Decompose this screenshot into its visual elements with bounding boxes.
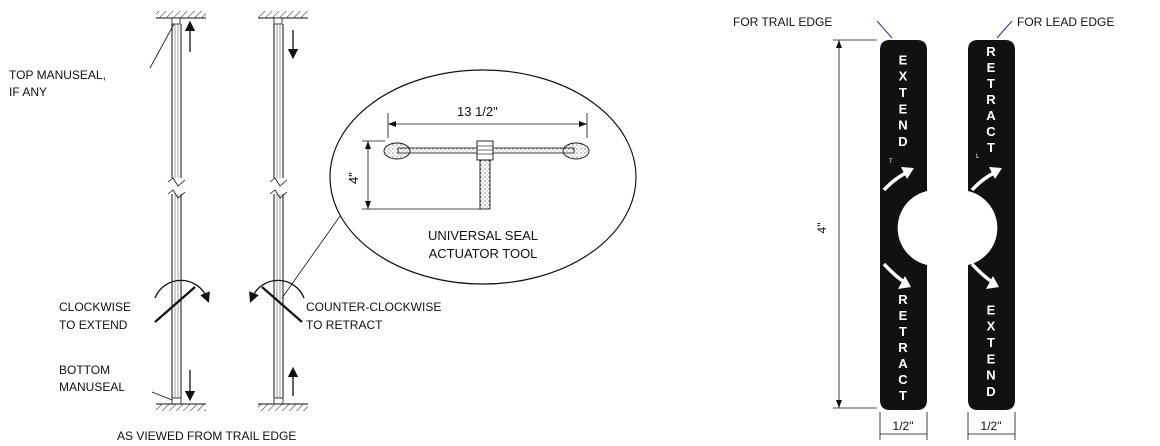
bottom-manuseal-label-2: MANUSEAL <box>59 380 125 394</box>
trail-top-word: EXTEND <box>898 52 907 149</box>
trail-bottom-word: RETRACT <box>898 292 908 403</box>
top-manuseal-label-2: IF ANY <box>9 85 47 99</box>
for-trail-edge-label: FOR TRAIL EDGE <box>733 15 832 29</box>
tag-height-dimension: 4" <box>815 223 829 234</box>
lead-marker: L <box>976 154 980 160</box>
tag-letter: R <box>986 92 996 107</box>
top-manuseal-label: TOP MANUSEAL, <box>9 68 106 82</box>
tool-height-dimension: 4" <box>346 172 361 184</box>
tag-letter: R <box>986 44 996 59</box>
top-manuseal <box>171 17 181 25</box>
tag-letter: T <box>987 76 995 91</box>
trail-marker: T <box>889 159 893 165</box>
actuator-tool-detail: 13 1/2" 4" UNIVERSAL SEAL ACTUATOR TOOL <box>329 69 637 285</box>
up-right-arrow-icon <box>901 167 914 179</box>
tool-name-label: UNIVERSAL SEAL <box>428 228 538 243</box>
viewed-from-caption: AS VIEWED FROM TRAIL EDGE <box>117 429 296 443</box>
clockwise-label-2: TO EXTEND <box>59 318 128 332</box>
tag-letter: T <box>899 85 907 100</box>
left-seal-elevation <box>154 11 210 411</box>
clockwise-arrow-icon <box>154 279 210 303</box>
down-right-arrow-icon <box>898 276 911 289</box>
tag-letter: X <box>899 69 908 84</box>
tag-letter: D <box>986 384 995 399</box>
bottom-manuseal-label: BOTTOM <box>59 363 110 377</box>
tool-name-label-2: ACTUATOR TOOL <box>429 246 538 261</box>
tag-letter: R <box>898 340 908 355</box>
tag-letter: A <box>986 108 996 123</box>
tag-letter: X <box>987 319 996 334</box>
lead-edge-tag: RETRACT L EXTEND <box>968 40 1015 410</box>
tag-letter: T <box>899 324 907 339</box>
tool-handle-icon <box>261 286 303 323</box>
tag-letter: R <box>898 292 908 307</box>
top-hatch <box>156 11 206 18</box>
tag-letter: A <box>898 356 908 371</box>
tag-letter: D <box>898 134 907 149</box>
counter-clockwise-arrow-icon <box>249 279 305 303</box>
tag-width-right: 1/2" <box>981 419 1002 433</box>
tag-letter: T <box>987 140 995 155</box>
tag-letter: T <box>987 335 995 350</box>
for-lead-edge-label: FOR LEAD EDGE <box>1017 15 1114 29</box>
tool-width-dimension: 13 1/2" <box>457 104 498 119</box>
tag-letter: E <box>899 52 908 67</box>
tag-letter: E <box>899 308 908 323</box>
down-right-arrow-icon <box>986 276 999 289</box>
trail-edge-tag: EXTEND T RETRACT <box>880 40 927 410</box>
top-hatch <box>258 11 308 18</box>
clockwise-label: CLOCKWISE <box>59 300 131 314</box>
tag-width-left: 1/2" <box>893 419 914 433</box>
tag-letter: N <box>986 368 995 383</box>
right-seal-elevation <box>249 11 308 411</box>
tool-handle-icon <box>154 286 196 323</box>
tag-letter: T <box>899 388 907 403</box>
tag-letter: E <box>899 101 908 116</box>
lead-top-word: RETRACT <box>986 44 996 155</box>
tag-letter: E <box>987 302 996 317</box>
bottom-hatch <box>156 404 206 411</box>
tag-letter: C <box>986 124 996 139</box>
up-right-arrow-icon <box>989 167 1002 179</box>
lead-bottom-word: EXTEND <box>986 302 995 399</box>
ccw-label-2: TO RETRACT <box>306 318 383 332</box>
tag-letter: E <box>987 60 996 75</box>
tag-letter: C <box>898 372 908 387</box>
tag-letter: E <box>987 351 996 366</box>
bottom-manuseal <box>171 397 182 405</box>
tag-letter: N <box>898 118 907 133</box>
ccw-label: COUNTER-CLOCKWISE <box>306 300 441 314</box>
